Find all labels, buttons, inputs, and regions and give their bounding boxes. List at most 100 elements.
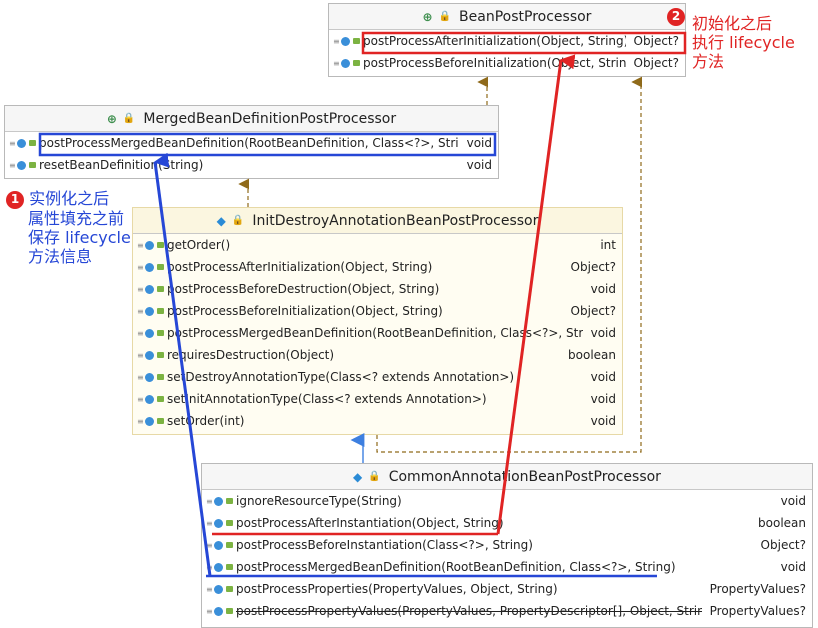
method-row[interactable]: ≡getOrder() int xyxy=(133,234,622,256)
method-row[interactable]: ≡postProcessBeforeDestruction(Object, St… xyxy=(133,278,622,300)
method-return-type: PropertyValues? xyxy=(709,582,806,596)
method-name: resetBeanDefinition(String) xyxy=(39,158,204,172)
method-icon: ≡ xyxy=(206,540,236,550)
method-row[interactable]: ≡resetBeanDefinition(String) void xyxy=(5,154,498,176)
method-name: postProcessBeforeInstantiation(Class<?>,… xyxy=(236,538,533,552)
lock-icon: 🔒 xyxy=(122,113,136,124)
init-destroy-annotation-bean-post-processor-box: ◆ 🔒 InitDestroyAnnotationBeanPostProcesso… xyxy=(132,207,623,435)
method-icon: ≡ xyxy=(206,518,236,528)
init-destroy-annotation-bean-post-processor-title: InitDestroyAnnotationBeanPostProcessor xyxy=(252,212,539,229)
annotation-1-line: 属性填充之前 xyxy=(28,208,125,228)
method-icon: ≡ xyxy=(206,606,236,616)
annotation-2-line: 执行 lifecycle xyxy=(692,33,795,52)
interface-icon: ⊕ xyxy=(106,111,117,126)
method-row[interactable]: ≡postProcessMergedBeanDefinition(RootBea… xyxy=(133,322,622,344)
method-return-type: void xyxy=(590,326,616,340)
method-return-type: Object? xyxy=(570,260,616,274)
init-destroy-annotation-bean-post-processor-header: ◆ 🔒 InitDestroyAnnotationBeanPostProcesso… xyxy=(133,208,622,234)
method-row[interactable]: ≡postProcessAfterInitialization(Object, … xyxy=(329,30,685,52)
method-row[interactable]: ≡postProcessBeforeInstantiation(Class<?>… xyxy=(202,534,812,556)
method-icon: ≡ xyxy=(333,58,363,68)
method-row[interactable]: ≡postProcessBeforeInitialization(Object,… xyxy=(133,300,622,322)
method-icon: ≡ xyxy=(137,372,167,382)
method-name: requiresDestruction(Object) xyxy=(167,348,335,362)
method-return-type: void xyxy=(466,158,492,172)
method-return-type: void xyxy=(780,494,806,508)
method-return-type: void xyxy=(590,414,616,428)
annotation-1-line: 实例化之后 xyxy=(29,189,110,208)
method-return-type: int xyxy=(600,238,616,252)
annotation-1-line: 方法信息 xyxy=(28,246,93,266)
method-name: ignoreResourceType(String) xyxy=(236,494,402,508)
method-name: setOrder(int) xyxy=(167,414,245,428)
method-row[interactable]: ≡setInitAnnotationType(Class<? extends A… xyxy=(133,388,622,410)
merged-bean-definition-post-processor-title: MergedBeanDefinitionPostProcessor xyxy=(143,110,397,127)
method-name: postProcessPropertyValues(PropertyValues… xyxy=(236,604,702,618)
method-return-type: Object? xyxy=(570,304,616,318)
method-icon: ≡ xyxy=(206,562,236,572)
method-return-type: boolean xyxy=(568,348,616,362)
method-name: postProcessAfterInstantiation(Object, St… xyxy=(236,516,504,530)
method-icon: ≡ xyxy=(137,350,167,360)
method-name: setInitAnnotationType(Class<? extends An… xyxy=(167,392,487,406)
annotation-2: 2 xyxy=(667,6,685,26)
bean-post-processor-box: ⊕ 🔒 BeanPostProcessor ≡postProcessAfterIn… xyxy=(328,3,686,77)
method-name: postProcessProperties(PropertyValues, Ob… xyxy=(236,582,558,596)
method-return-type: void xyxy=(590,392,616,406)
method-icon: ≡ xyxy=(137,306,167,316)
method-row[interactable]: ≡setDestroyAnnotationType(Class<? extend… xyxy=(133,366,622,388)
method-return-type: boolean xyxy=(758,516,806,530)
method-row[interactable]: ≡postProcessMergedBeanDefinition(RootBea… xyxy=(202,556,812,578)
lock-icon: 🔒 xyxy=(231,215,245,226)
method-row[interactable]: ≡postProcessBeforeInitialization(Object,… xyxy=(329,52,685,74)
method-return-type: void xyxy=(590,370,616,384)
method-return-type: void xyxy=(780,560,806,574)
annotation-2-line: 方法 xyxy=(692,52,725,71)
method-row[interactable]: ≡postProcessMergedBeanDefinition(RootBea… xyxy=(5,132,498,154)
method-icon: ≡ xyxy=(137,416,167,426)
method-return-type: Object? xyxy=(633,34,679,48)
method-icon: ≡ xyxy=(137,262,167,272)
annotation-1-line: 保存 lifecycle xyxy=(28,227,131,247)
method-icon: ≡ xyxy=(9,160,39,170)
method-icon: ≡ xyxy=(206,496,236,506)
interface-icon: ⊕ xyxy=(422,9,433,24)
lock-icon: 🔒 xyxy=(438,11,452,22)
method-row[interactable]: ≡ignoreResourceType(String) void xyxy=(202,490,812,512)
annotation-2-text: 初始化之后 执行 lifecycle 方法 xyxy=(692,14,795,71)
method-row[interactable]: ≡requiresDestruction(Object) boolean xyxy=(133,344,622,366)
method-name: postProcessBeforeInitialization(Object, … xyxy=(167,304,443,318)
method-icon: ≡ xyxy=(137,240,167,250)
method-return-type: void xyxy=(590,282,616,296)
bean-post-processor-title: BeanPostProcessor xyxy=(459,8,592,25)
method-icon: ≡ xyxy=(137,328,167,338)
method-icon: ≡ xyxy=(9,138,39,148)
common-annotation-bean-post-processor-box: ◆🔒 CommonAnnotationBeanPostProcessor ≡ig… xyxy=(201,463,813,628)
method-name: postProcessMergedBeanDefinition(RootBean… xyxy=(236,560,676,574)
method-return-type: void xyxy=(466,136,492,150)
common-annotation-bean-post-processor-title: CommonAnnotationBeanPostProcessor xyxy=(388,468,661,485)
method-return-type: PropertyValues? xyxy=(709,604,806,618)
method-return-type: Object? xyxy=(633,56,679,70)
merged-bean-definition-post-processor-header: ⊕ 🔒 MergedBeanDefinitionPostProcessor xyxy=(5,106,498,132)
method-row[interactable]: ≡setOrder(int) void xyxy=(133,410,622,432)
method-name: postProcessAfterInitialization(Object, S… xyxy=(363,34,626,48)
bean-post-processor-header: ⊕ 🔒 BeanPostProcessor xyxy=(329,4,685,30)
method-name: postProcessAfterInitialization(Object, S… xyxy=(167,260,433,274)
method-row[interactable]: ≡postProcessProperties(PropertyValues, O… xyxy=(202,578,812,600)
method-row[interactable]: ≡postProcessAfterInstantiation(Object, S… xyxy=(202,512,812,534)
method-icon: ≡ xyxy=(333,36,363,46)
class-icon: ◆ xyxy=(353,469,363,484)
annotation-2-badge: 2 xyxy=(667,7,685,26)
annotation-2-line: 初始化之后 xyxy=(692,14,773,33)
method-row[interactable]: ≡postProcessPropertyValues(PropertyValue… xyxy=(202,600,812,622)
common-annotation-bean-post-processor-header: ◆ 🔒 CommonAnnotationBeanPostProcessor xyxy=(202,464,812,490)
method-row[interactable]: ≡postProcessAfterInitialization(Object, … xyxy=(133,256,622,278)
method-name: postProcessMergedBeanDefinition(RootBean… xyxy=(39,136,459,150)
lock-icon: 🔒 xyxy=(368,471,381,482)
method-icon: ≡ xyxy=(137,394,167,404)
class-icon: ◆ xyxy=(216,213,226,228)
method-name: getOrder() xyxy=(167,238,231,252)
method-name: postProcessMergedBeanDefinition(RootBean… xyxy=(167,326,583,340)
merged-bean-definition-post-processor-box: ⊕ 🔒 MergedBeanDefinitionPostProcessor ≡po… xyxy=(4,105,499,179)
